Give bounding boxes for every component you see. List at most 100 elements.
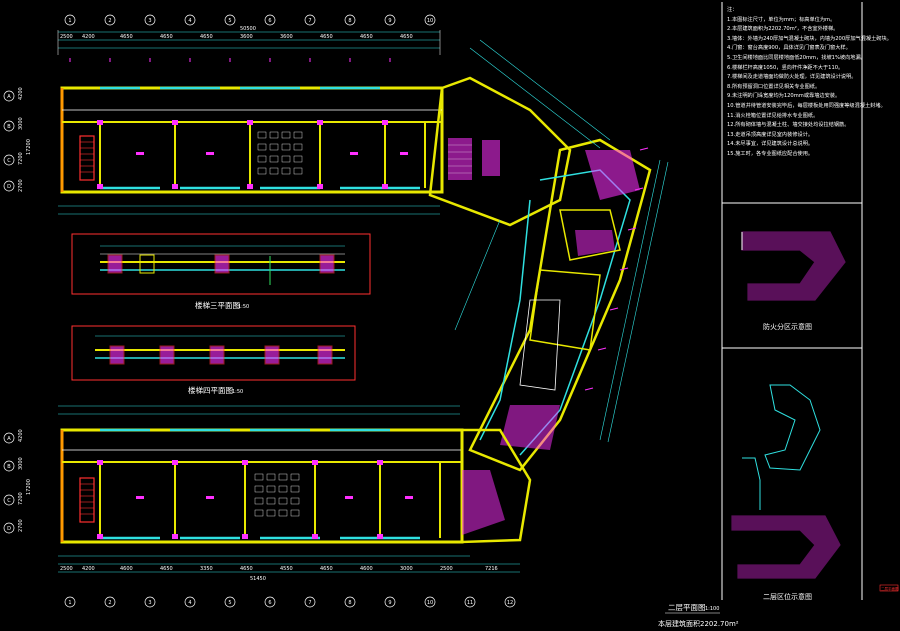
dim-top-6: 3600 [280,34,293,40]
note-7: 7.楼梯间及走道墙面均做防火处理，详见建筑设计说明。 [727,74,857,81]
dim-left-top-1: 3000 [18,117,24,130]
dim-bot-7: 4650 [320,566,333,572]
dim-top-0: 2500 [60,34,73,40]
axis-bot-1: 2 [108,600,111,606]
axis-bot-7: 8 [348,600,351,606]
top-wing [57,30,444,215]
detail-b-scale: 1:50 [232,389,243,395]
axis-bot-3: 4 [188,600,191,606]
dim-bot-1: 4200 [82,566,95,572]
axis-top-5: 6 [268,18,271,24]
dim-left-top-3: 2700 [18,179,24,192]
axis-left-b2: C [7,498,11,504]
dim-bot-0: 2500 [60,566,73,572]
dim-bot-total: 51450 [250,576,266,582]
detail-b-frame [71,325,356,381]
detail-a-frame [71,233,371,295]
axis-left-b0: A [7,436,11,442]
note-0: 注： [727,7,738,13]
axis-left-2: C [7,158,11,164]
note-15: 15.施工时，各专业图纸应配合使用。 [727,150,814,157]
axis-labels-left: A B C D A B C D [7,94,11,532]
note-1: 1.本图标注尺寸，单位为mm；标高单位为m。 [727,16,836,23]
axis-bot-11: 12 [507,600,513,606]
note-10: 10.管道井待管道安装完毕后，每层楼板处用同强度等级混凝土封堵。 [727,102,886,109]
dim-bot-11: 7216 [485,566,498,572]
axis-top-4: 5 [228,18,231,24]
location-diagram [731,384,841,579]
top-dimensions: 2500 4200 4650 4650 4650 3600 3600 4650 … [60,26,413,40]
dim-bot-6: 4550 [280,566,293,572]
dim-top-3: 4650 [160,34,173,40]
note-9: 9.未注明的门垛宽度均为120mm或靠墙边安装。 [727,93,841,100]
detail-a-scale: 1:50 [238,304,249,310]
panel2-title: 二层区位示意图 [763,592,812,601]
dim-left-bot-2: 7200 [18,492,24,505]
dim-top-7: 4650 [320,34,333,40]
axis-bot-0: 1 [68,600,71,606]
axis-bot-6: 7 [308,600,311,606]
dim-left-bot-0: 4200 [18,429,24,442]
dim-bot-10: 2500 [440,566,453,572]
axis-top-8: 9 [388,18,391,24]
axis-labels-top: 1 2 3 4 5 6 7 8 9 10 [68,18,433,24]
note-13: 13.走道吊顶高度详见室内装修设计。 [727,131,814,138]
axis-left-0: A [7,94,11,100]
dim-left-top-2: 7200 [18,152,24,165]
axis-bubbles-bottom [64,596,516,608]
left-dimensions: 4200 3000 7200 2700 17200 4200 3000 7200… [18,87,32,532]
bottom-wing [58,405,532,573]
stamp-text: 二层平面图 [881,586,899,591]
dim-top-8: 4650 [360,34,373,40]
axis-top-3: 4 [188,18,191,24]
dim-left-bot-1: 3000 [18,457,24,470]
axis-left-1: B [7,124,11,130]
dim-left-top-0: 4200 [18,87,24,100]
axis-bubbles-top [64,14,436,26]
axis-bot-9: 10 [427,600,433,606]
axis-labels-bottom: 1 2 3 4 5 6 7 8 9 10 11 12 [68,600,513,606]
axis-top-7: 8 [348,18,351,24]
sheet-frame [721,2,863,600]
dim-bot-9: 3000 [400,566,413,572]
dim-left-bot-total: 17200 [26,479,32,495]
note-5: 5.卫生间楼地面比同层楼地面低20mm，找坡1%坡向地漏。 [727,54,866,61]
axis-bubbles-left [3,90,15,534]
axis-top-6: 7 [308,18,311,24]
note-3: 3.墙体：外墙为240厚加气混凝土砌块，内墙为200厚加气混凝土砌块。 [727,35,892,42]
axis-left-3: D [7,184,11,190]
detail-b-title: 楼梯四平面图 [188,385,233,395]
axis-top-0: 1 [68,18,71,24]
stamp-box [879,584,899,592]
bottom-dimensions: 2500 4200 4600 4650 3350 4650 4550 4650 … [60,566,498,582]
axis-bot-10: 11 [467,600,473,606]
dim-bot-4: 3350 [200,566,213,572]
axis-top-2: 3 [148,18,151,24]
axis-bot-5: 6 [268,600,271,606]
notes-panel: 注： 1.本图标注尺寸，单位为mm；标高单位为m。 2.本层建筑面积为2202.… [727,6,892,160]
dim-bot-8: 4600 [360,566,373,572]
dim-top-2: 4650 [120,34,133,40]
dim-top-5: 3600 [240,34,253,40]
note-2: 2.本层建筑面积为2202.70m²，不含室外楼梯。 [727,26,839,33]
axis-bot-4: 5 [228,600,231,606]
axis-bot-8: 9 [388,600,391,606]
note-8: 8.所有预留洞口位置详见相关专业图纸。 [727,83,821,90]
note-6: 6.楼梯栏杆高度1050，竖向杆件净距不大于110。 [727,64,844,71]
fire-zone-diagram [741,231,846,301]
axis-top-1: 2 [108,18,111,24]
detail-a-title: 楼梯三平面图 [195,300,240,310]
dim-bot-5: 4650 [240,566,253,572]
axis-left-b1: B [7,464,11,470]
plan-scale: 1:100 [705,606,719,612]
dim-top-1: 4200 [82,34,95,40]
note-12: 12.所有砌体墙与混凝土柱、墙交接处均设拉结钢筋。 [727,122,850,129]
axis-top-9: 10 [427,18,433,24]
panel1-title: 防火分区示意图 [763,322,812,331]
axis-bot-2: 3 [148,600,151,606]
dim-left-bot-3: 2700 [18,519,24,532]
note-4: 4.门窗：窗台高度900，具体详见门窗表及门窗大样。 [727,45,851,52]
note-14: 14.未尽事宜，详见建筑设计总说明。 [727,141,814,148]
dim-top-total: 50500 [240,26,256,32]
